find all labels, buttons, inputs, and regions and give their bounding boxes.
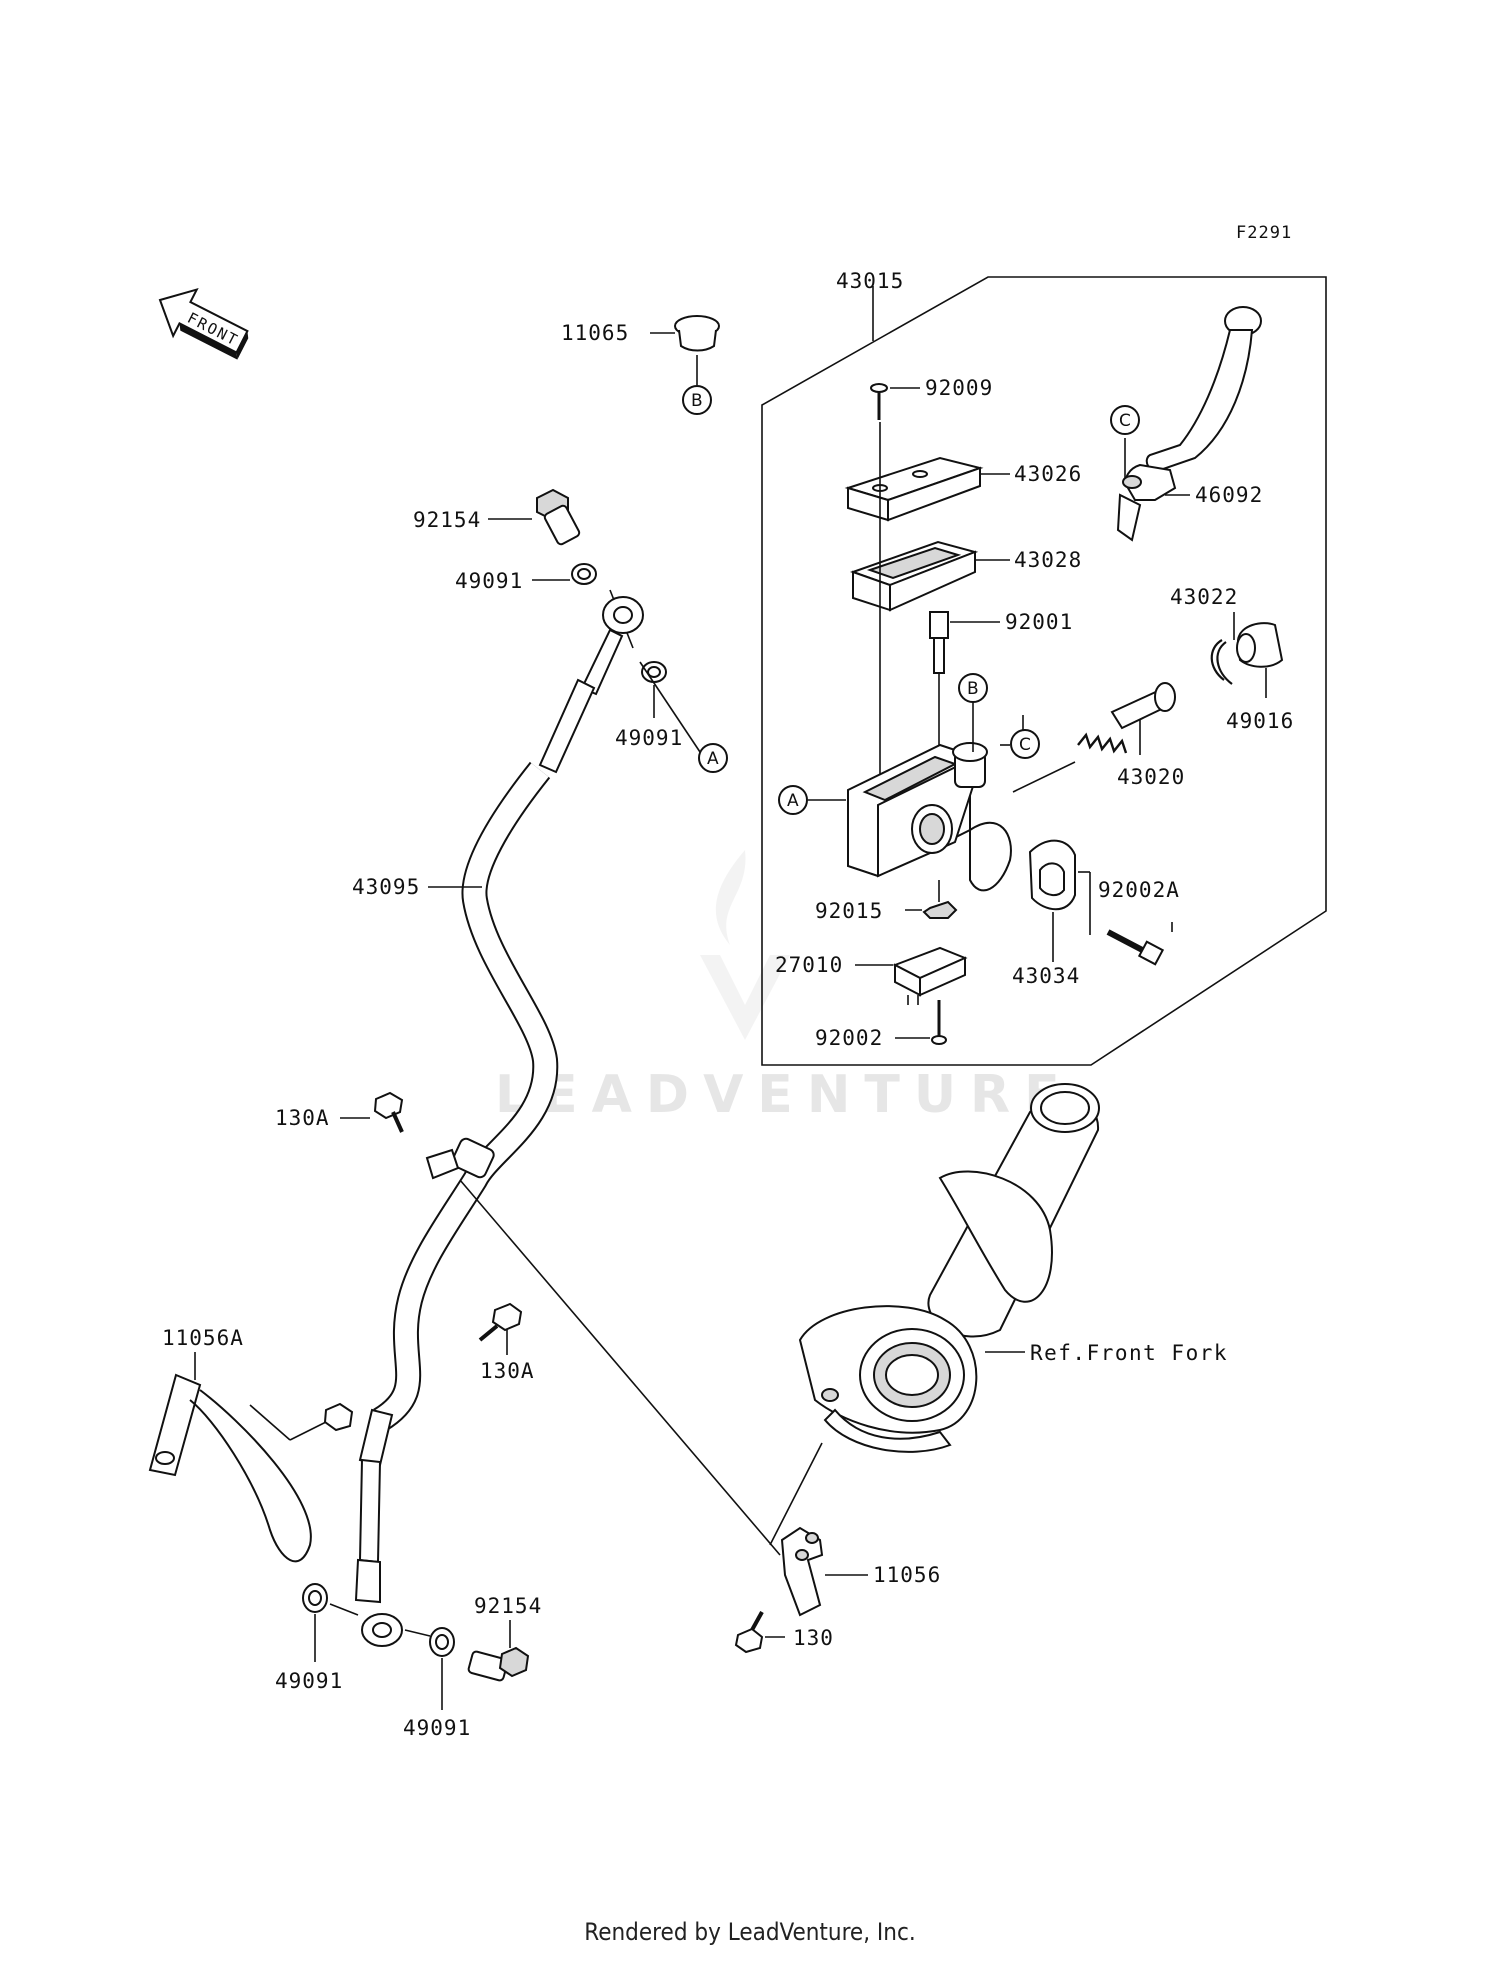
bolt-130 (734, 1611, 785, 1654)
part-label-92015: 92015 (815, 899, 883, 923)
svg-text:B: B (691, 391, 703, 411)
part-label-92009: 92009 (925, 376, 993, 400)
hose-clamp-top (425, 1148, 460, 1180)
svg-text:A: A (787, 791, 799, 811)
part-label-43026: 43026 (1014, 462, 1082, 486)
part-label-49091-top2: 49091 (615, 726, 683, 750)
banjo-bolt-92154-bot (467, 1620, 530, 1682)
part-label-43095: 43095 (352, 875, 420, 899)
circlip-43022 (1210, 612, 1235, 685)
svg-text:B: B (967, 679, 979, 699)
screw-92009 (870, 383, 920, 420)
part-label-43015: 43015 (836, 269, 904, 293)
watermark-logo (700, 850, 790, 1040)
callout-a-body: A (778, 785, 808, 815)
svg-text:C: C (1119, 411, 1131, 431)
part-label-92002A: 92002A (1098, 878, 1180, 902)
svg-text:C: C (1019, 735, 1031, 755)
brake-hose-43095 (354, 596, 644, 1647)
nut-92015 (905, 880, 958, 919)
part-label-130A-top: 130A (275, 1106, 330, 1130)
part-label-92001: 92001 (1005, 610, 1073, 634)
part-label-11065: 11065 (561, 321, 629, 345)
part-label-49091-top1: 49091 (455, 569, 523, 593)
plug-11065 (650, 315, 720, 385)
watermark: LEADVENTURE (495, 1065, 1074, 1125)
part-label-11056: 11056 (873, 1563, 941, 1587)
footer-credit: Rendered by LeadVenture, Inc. (584, 1918, 916, 1946)
reservoir-cap-43026 (844, 456, 1010, 522)
callout-b-body: B (958, 673, 988, 703)
front-fork-assembly (798, 1083, 1100, 1453)
part-label-130: 130 (793, 1626, 834, 1650)
bracket-11056 (780, 1526, 868, 1617)
callout-c-lever: C (1110, 405, 1140, 435)
bolt-130A-top (340, 1091, 404, 1133)
clamp-43034 (1028, 839, 1091, 962)
part-label-49016: 49016 (1226, 709, 1294, 733)
washer-49091-bot1 (302, 1583, 359, 1662)
master-cylinder-body (847, 742, 1012, 892)
part-label-43034: 43034 (1012, 964, 1080, 988)
front-arrow-icon: FRONT (158, 287, 249, 360)
svg-text:A: A (707, 749, 719, 769)
part-label-49091-bot2: 49091 (403, 1716, 471, 1740)
part-label-92154-top: 92154 (413, 508, 481, 532)
piston-43020 (1012, 682, 1176, 793)
part-label-27010: 27010 (775, 953, 843, 977)
diaphragm-43028 (849, 540, 1010, 612)
part-label-43022: 43022 (1170, 585, 1238, 609)
part-label-49091-bot1: 49091 (275, 1669, 343, 1693)
part-label-46092: 46092 (1195, 483, 1263, 507)
washer-49091-top1 (532, 563, 597, 585)
bolt-92002A (1106, 922, 1173, 966)
washer-49091-bot2 (404, 1627, 455, 1710)
switch-27010 (855, 946, 968, 1005)
part-label-43028: 43028 (1014, 548, 1082, 572)
part-label-92154-bot: 92154 (474, 1594, 542, 1618)
bracket-11056A (148, 1352, 354, 1563)
banjo-bolt-92154-top (488, 488, 581, 546)
callout-c-body: C (1010, 729, 1040, 759)
washer-49091-top2 (641, 661, 667, 718)
part-label-43020: 43020 (1117, 765, 1185, 789)
diagram-code: F2291 (1236, 223, 1292, 243)
assembly-boundary (761, 276, 1327, 1066)
reference-label: Ref.Front Fork (1030, 1341, 1228, 1365)
boot-49016 (1236, 622, 1284, 698)
callout-a-hose: A (698, 743, 728, 773)
lever-46092 (1116, 306, 1262, 542)
part-label-11056A: 11056A (162, 1326, 244, 1350)
callout-b-top: B (682, 385, 712, 415)
bolt-130A-mid (478, 1302, 523, 1355)
part-label-92002: 92002 (815, 1026, 883, 1050)
screw-92002 (895, 1000, 947, 1045)
part-label-130A-mid: 130A (480, 1359, 535, 1383)
